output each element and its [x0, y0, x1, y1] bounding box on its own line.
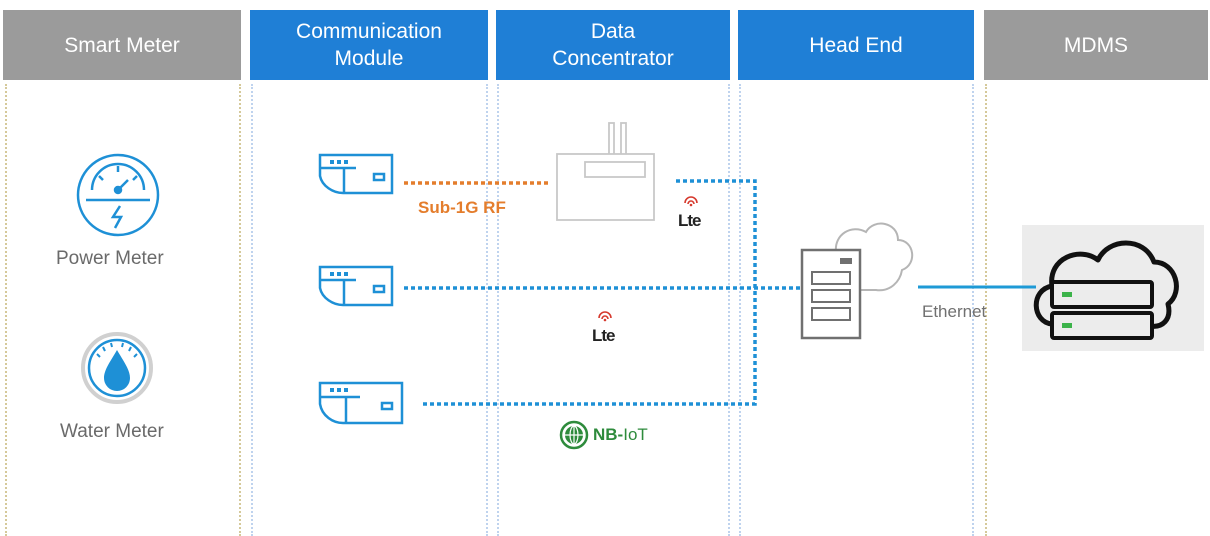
water-drop-icon [81, 332, 153, 404]
nbiot-sub-text: IoT [623, 425, 648, 444]
gauge-icon [76, 153, 160, 237]
header-communication-module-line1: Communication [296, 20, 442, 43]
header-communication-module: Communication Module [250, 10, 488, 80]
divider-conc-left [497, 84, 499, 536]
header-head-end-label: Head End [809, 33, 903, 57]
power-meter-label: Power Meter [56, 248, 164, 269]
water-meter-label: Water Meter [60, 421, 164, 442]
divider-conc-right [728, 84, 730, 536]
header-communication-module-line2: Module [334, 47, 404, 70]
ethernet-label: Ethernet [922, 302, 987, 321]
concentrator-router-icon [556, 122, 655, 221]
divider-comm-right [486, 84, 488, 536]
comm-module-icon [318, 153, 394, 195]
lte-text: Lte [592, 326, 615, 345]
header-data-concentrator: Data Concentrator [496, 10, 730, 80]
header-head-end: Head End [738, 10, 974, 80]
divider-left-edge [5, 84, 7, 536]
lte-icon: Lte [589, 310, 629, 346]
header-data-concentrator-line1: Data [590, 20, 636, 43]
server-rack-icon [1033, 240, 1179, 340]
nbiot-icon: NB-IoT [557, 418, 677, 452]
server-cloud-icon [800, 222, 913, 340]
divider-headend-left [739, 84, 741, 536]
header-smart-meter: Smart Meter [3, 10, 241, 80]
divider-smart-meter-right [239, 84, 241, 536]
comm-module-icon [318, 265, 394, 307]
nbiot-main-text: NB- [593, 425, 624, 444]
divider-headend-right [972, 84, 974, 536]
header-mdms-label: MDMS [1063, 33, 1129, 57]
divider-comm-left [251, 84, 253, 536]
header-mdms: MDMS [984, 10, 1208, 80]
divider-mdms-left [985, 84, 987, 536]
header-data-concentrator-line2: Concentrator [552, 47, 674, 70]
rf-link-label: Sub-1G RF [418, 198, 506, 217]
header-smart-meter-label: Smart Meter [64, 33, 180, 57]
lte-text: Lte [678, 211, 701, 230]
lte-link-lines [404, 179, 800, 406]
lte-icon: Lte [675, 195, 715, 231]
comm-module-icon [318, 381, 404, 425]
